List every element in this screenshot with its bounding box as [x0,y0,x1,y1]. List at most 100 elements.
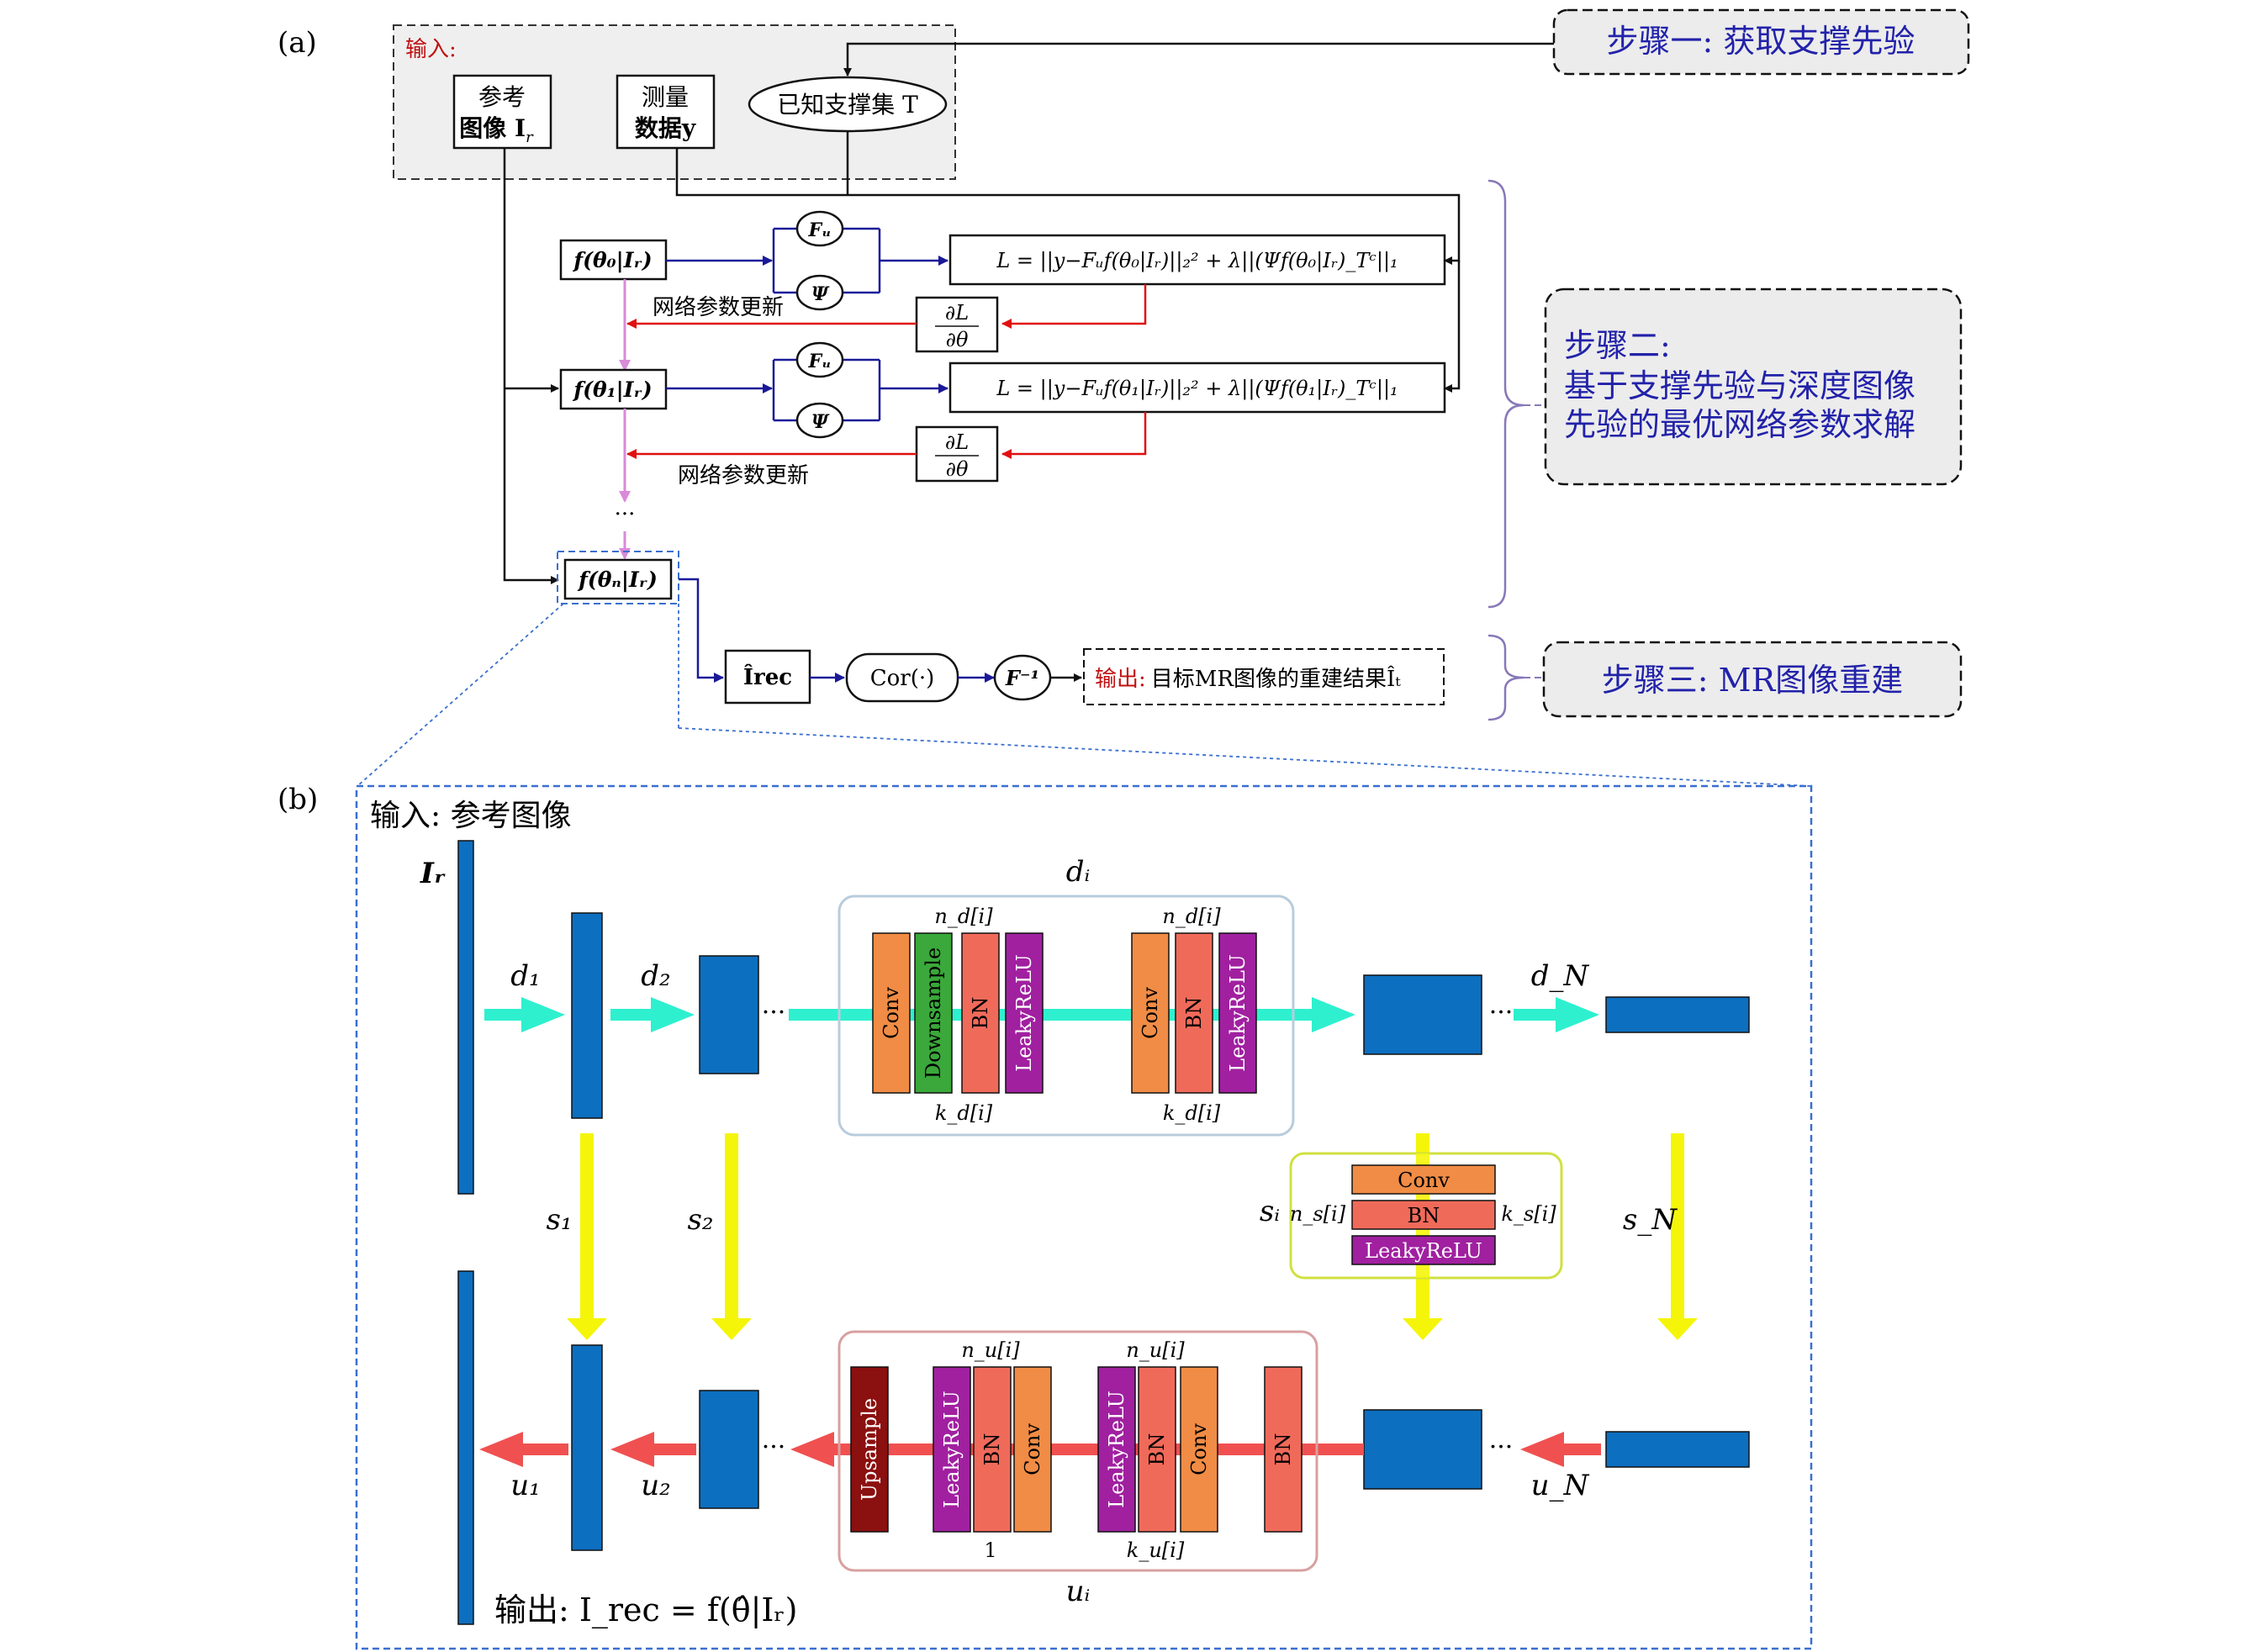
iter-dots: ··· [615,502,636,527]
step3-box [1542,641,1963,718]
teal-arrow-di-head [1312,997,1355,1032]
grad1-num: ∂L [945,430,969,454]
loss0-text: L = ||y−Fᵤf(θ₀|Iᵣ)||₂² + λ||(Ψf(θ₀|Iᵣ)_T… [996,249,1398,273]
red-arrow-u2 [610,1432,696,1467]
f-theta1-label: f(θ₁|Iᵣ) [572,377,652,402]
label-si: sᵢ [1260,1195,1280,1228]
label-s1: s₁ [546,1203,572,1237]
measured-data-box [616,74,716,150]
si-lrelu-layer: LeakyReLU [1351,1235,1496,1265]
ir-label: Iᵣ [420,857,446,890]
enc-conv-layer-1: Conv [872,932,911,1094]
label-s2: s₂ [687,1203,713,1237]
dots-dec-1: ··· [1489,1433,1514,1462]
dec-conv-layer-2: Conv [1180,1366,1218,1533]
dec-conv-layer-1: Conv [1013,1366,1052,1533]
nu-label-2: n_u[i] [1126,1338,1185,1362]
label-uN: u_N [1531,1469,1590,1502]
dec-lrelu-layer-1: LeakyReLU [933,1366,971,1533]
enc-conv-layer-2: Conv [1131,932,1170,1094]
dec-block-2 [699,1390,759,1509]
enc-bn-layer-1: BN [961,932,1000,1094]
output-text: 输出:目标MR图像的重建结果Îₜ [1095,665,1401,692]
grad0-den: ∂θ [946,328,969,351]
label-d2: d₂ [641,959,670,993]
support-set-label: 已知支撑集 T [777,91,918,119]
kd-label-1: k_d[i] [935,1101,993,1125]
dec-block-last [1605,1431,1750,1468]
teal-arrow-d2 [610,997,695,1032]
step2-box [1544,288,1963,486]
svg-text:BN: BN [1182,997,1206,1030]
svg-text:Upsample: Upsample [858,1398,881,1501]
dec-lrelu-layer-2: LeakyReLU [1097,1366,1136,1533]
irec-box [724,649,811,705]
measured-data-line1: 测量 [642,83,689,111]
enc-block-last [1605,996,1750,1033]
out-bar [457,1270,474,1625]
fu-node-1 [795,341,844,378]
svg-text:BN: BN [1145,1433,1169,1466]
step2-brace [1487,179,1524,609]
fu-node-0 [795,210,844,247]
enc-lrelu-layer-1: LeakyReLU [1005,932,1044,1094]
grad1-den: ∂θ [946,457,969,481]
red-arrow-uN [1520,1432,1601,1467]
update1-text: 网络参数更新 [678,463,809,488]
step3-text: 步骤三: MR图像重建 [1602,662,1903,699]
step3-brace [1487,634,1524,721]
label-u1: u₁ [510,1469,541,1502]
ir-bar [457,840,474,1195]
panel-b-input-title: 输入: 参考图像 [370,799,572,833]
label-dN: d_N [1531,959,1590,993]
ui-detail-box [838,1330,1318,1572]
step2-line3: 先验的最优网络参数求解 [1564,406,1915,443]
yellow-arrow-sN [1657,1133,1698,1340]
kd-label-2: k_d[i] [1163,1101,1221,1125]
label-ui: uᵢ [1066,1575,1091,1608]
dec-block-n [1363,1409,1482,1490]
red-arrow-u1 [479,1432,568,1467]
f-theta1-box [559,368,668,410]
enc-bn-layer-2: BN [1175,932,1213,1094]
loss1-grad-line [1001,412,1147,459]
reference-image-box [452,74,552,150]
panel-a-label: (a) [277,26,317,60]
nu-label-1: n_u[i] [961,1338,1020,1362]
f-thetan-box [563,558,673,600]
enc-downsample-layer: Downsample [914,932,953,1094]
zoom-line-left [357,603,564,787]
zoom-line-right2 [678,727,1811,787]
ns-label: n_s[i] [1290,1202,1346,1226]
psi-label-0: Ψ [811,283,830,305]
svg-text:LeakyReLU: LeakyReLU [1226,954,1250,1072]
svg-text:Conv: Conv [1187,1423,1211,1475]
psi-node-1 [795,402,844,439]
output-box [1083,648,1445,705]
enc-block-1 [571,912,603,1119]
dec-bn-layer-3: BN [1264,1366,1303,1533]
enc-lrelu-layer-2: LeakyReLU [1218,932,1257,1094]
step1-arrow [843,42,1554,77]
step1-box [1552,8,1970,76]
psi-label-1: Ψ [811,411,830,433]
step2-line2: 基于支撑先验与深度图像 [1564,367,1915,404]
dec-block-1 [571,1344,603,1551]
dec-upsample-layer: Upsample [850,1366,889,1533]
loss0-box [948,234,1446,286]
red-arrow-ui-head [790,1432,834,1467]
svg-text:Conv: Conv [1139,987,1162,1039]
svg-text:BN: BN [969,997,992,1030]
svg-text:LeakyReLU: LeakyReLU [940,1391,964,1508]
panel-b-label: (b) [277,783,318,816]
svg-text:BN: BN [1408,1204,1440,1227]
nd-label-1: n_d[i] [934,905,993,928]
one-label: 1 [984,1539,996,1562]
loss0-grad-line [1001,284,1147,329]
f-theta0-box [559,239,668,281]
label-sN: s_N [1623,1203,1678,1237]
feed-to-loss1 [1444,261,1461,393]
reference-image-line2: 图像 Ir [459,114,534,146]
ref-image-line [503,148,559,584]
